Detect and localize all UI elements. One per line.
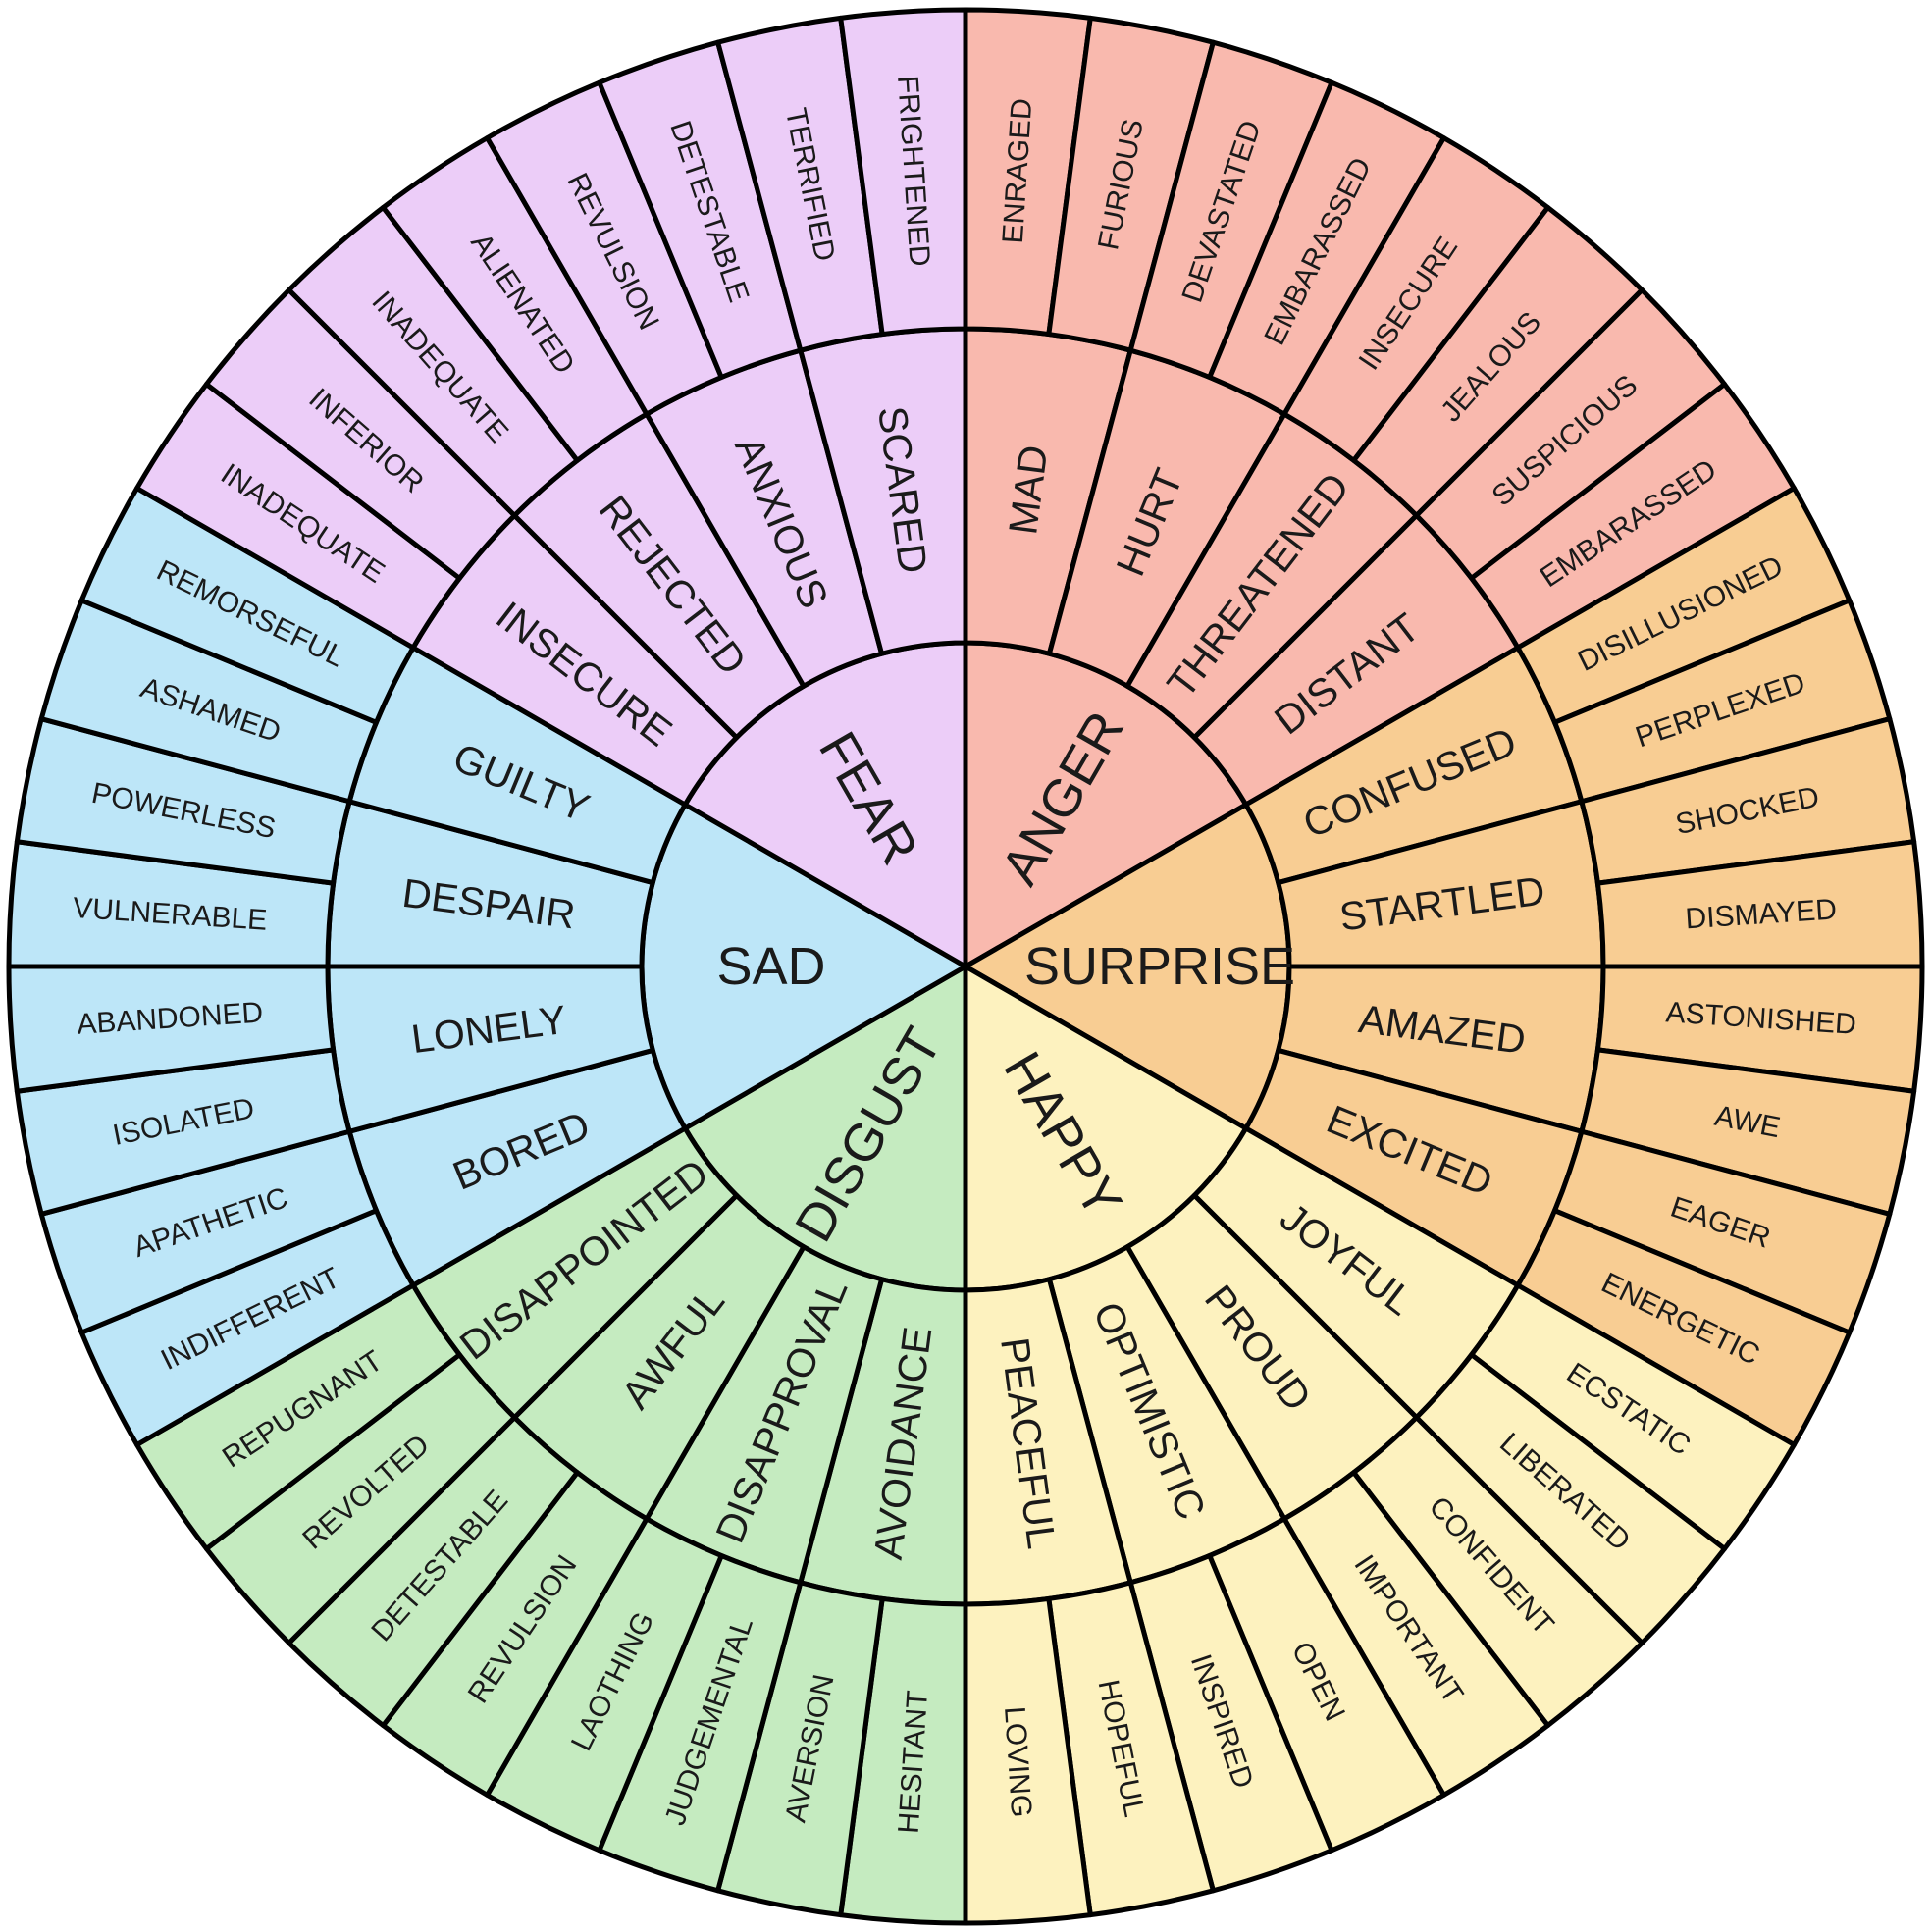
outer-label-loving: LOVING [998, 1705, 1037, 1818]
outer-segment-frightened [838, 7, 968, 338]
core-label-surprise: SURPRISE [1024, 937, 1295, 996]
wheel-segments [6, 7, 1925, 1926]
core-label-sad: SAD [716, 937, 825, 996]
